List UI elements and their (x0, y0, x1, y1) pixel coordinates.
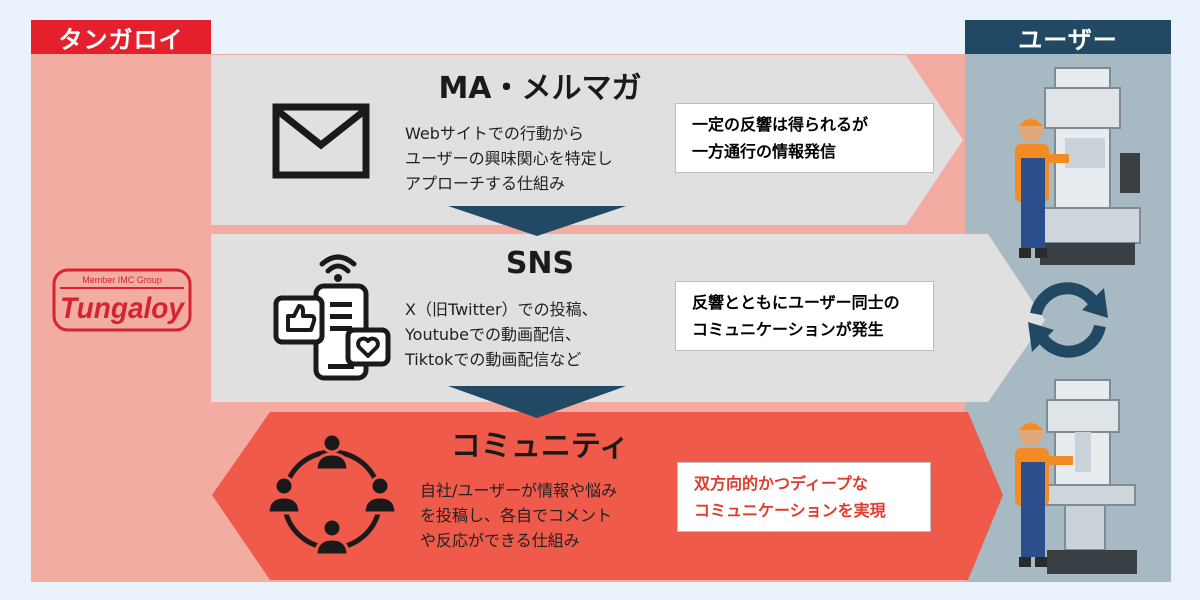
smartphone-social-icon (273, 254, 391, 381)
tungaloy-header: タンガロイ (31, 20, 211, 54)
row2-description: X（旧Twitter）での投稿、 Youtubeでの動画配信、 Tiktokでの… (405, 300, 598, 369)
community-network-icon (268, 432, 396, 557)
tungaloy-logo-icon: Member IMC Group Tungaloy (52, 268, 192, 332)
tungaloy-logo: Member IMC Group Tungaloy (52, 268, 192, 336)
worker-machine-illustration-bottom (1015, 379, 1137, 574)
worker-machine-illustration-top (1015, 67, 1141, 265)
down-arrow-1 (448, 206, 626, 236)
row1-arrow-band (211, 55, 963, 225)
refresh-cycle-icon (1028, 282, 1108, 358)
row1-callout: 一定の反響は得られるが 一方通行の情報発信 (675, 103, 934, 173)
row2-arrow-band (211, 234, 1045, 402)
logo-main-text: Tungaloy (60, 292, 185, 325)
down-arrow-2 (448, 386, 626, 418)
row1-title: MA・メルマガ (438, 71, 642, 106)
user-header-label: ユーザー (1018, 25, 1118, 54)
tungaloy-header-label: タンガロイ (58, 25, 184, 54)
row3-description: 自社/ユーザーが情報や悩み を投稿し、各自でコメント や反応ができる仕組み (420, 481, 618, 550)
row1-description: Webサイトでの行動から ユーザーの興味関心を特定し アプローチする仕組み (405, 124, 613, 193)
row3-arrow-band (212, 412, 1003, 580)
user-header: ユーザー (965, 20, 1171, 54)
row2-callout: 反響とともにユーザー同士の コミュニケーションが発生 (675, 281, 934, 351)
envelope-icon (272, 103, 370, 179)
row3-title: コミュニティ (450, 429, 630, 464)
logo-top-text: Member IMC Group (82, 275, 162, 285)
row3-callout: 双方向的かつディープな コミュニケーションを実現 (677, 462, 931, 532)
row2-title: SNS (505, 246, 575, 281)
